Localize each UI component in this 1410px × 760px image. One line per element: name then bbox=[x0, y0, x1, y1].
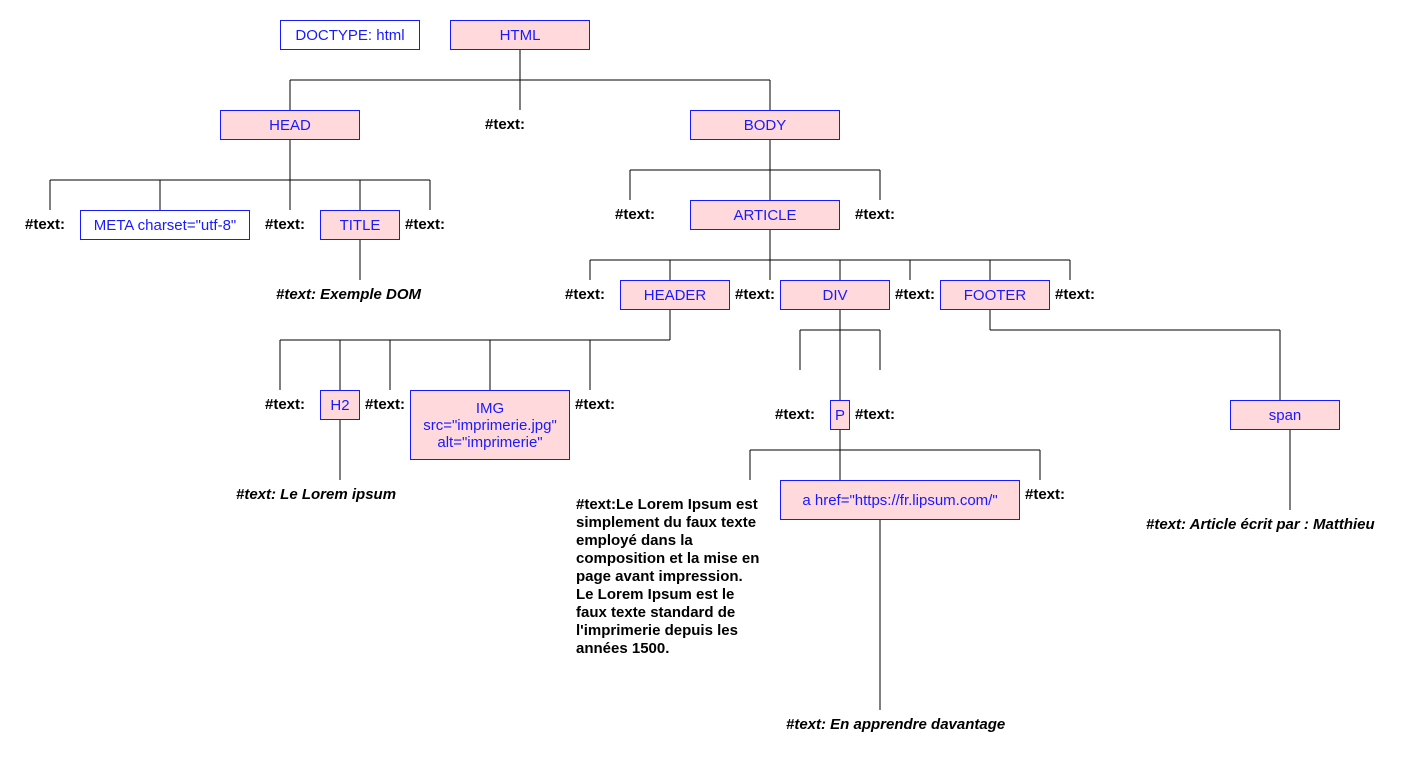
img-node: IMG src="imprimerie.jpg" alt="imprimerie… bbox=[410, 390, 570, 460]
text-node-header-2: #text: bbox=[365, 396, 406, 413]
text-node-header-3: #text: bbox=[575, 396, 616, 413]
a-text-node: #text: En apprendre davantage bbox=[786, 716, 1006, 733]
head-node: HEAD bbox=[220, 110, 360, 140]
header-node: HEADER bbox=[620, 280, 730, 310]
footer-node: FOOTER bbox=[940, 280, 1050, 310]
text-node-html-whitespace: #text: bbox=[485, 116, 526, 133]
p-text-node: #text:Le Lorem Ipsum est simplement du f… bbox=[576, 496, 760, 657]
text-node-article-4: #text: bbox=[1055, 286, 1096, 303]
title-node: TITLE bbox=[320, 210, 400, 240]
text-node-article-1: #text: bbox=[565, 286, 606, 303]
text-node-head-2: #text: bbox=[265, 216, 306, 233]
p-node: P bbox=[830, 400, 850, 430]
span-node: span bbox=[1230, 400, 1340, 430]
body-node: BODY bbox=[690, 110, 840, 140]
text-node-div-2: #text: bbox=[855, 406, 896, 423]
title-text-node: #text: Exemple DOM bbox=[276, 286, 422, 303]
text-node-article-3: #text: bbox=[895, 286, 936, 303]
text-node-head-1: #text: bbox=[25, 216, 66, 233]
span-text-node: #text: Article écrit par : Matthieu bbox=[1146, 516, 1375, 533]
article-node: ARTICLE bbox=[690, 200, 840, 230]
text-node-body-1: #text: bbox=[615, 206, 656, 223]
text-node-head-3: #text: bbox=[405, 216, 446, 233]
doctype-node: DOCTYPE: html bbox=[280, 20, 420, 50]
meta-node: META charset="utf-8" bbox=[80, 210, 250, 240]
h2-node: H2 bbox=[320, 390, 360, 420]
h2-text-node: #text: Le Lorem ipsum bbox=[236, 486, 397, 503]
text-node-article-2: #text: bbox=[735, 286, 776, 303]
div-node: DIV bbox=[780, 280, 890, 310]
text-node-p-2: #text: bbox=[1025, 486, 1066, 503]
text-node-header-1: #text: bbox=[265, 396, 306, 413]
html-node: HTML bbox=[450, 20, 590, 50]
a-node: a href="https://fr.lipsum.com/" bbox=[780, 480, 1020, 520]
text-node-div-1: #text: bbox=[775, 406, 816, 423]
text-node-body-2: #text: bbox=[855, 206, 896, 223]
